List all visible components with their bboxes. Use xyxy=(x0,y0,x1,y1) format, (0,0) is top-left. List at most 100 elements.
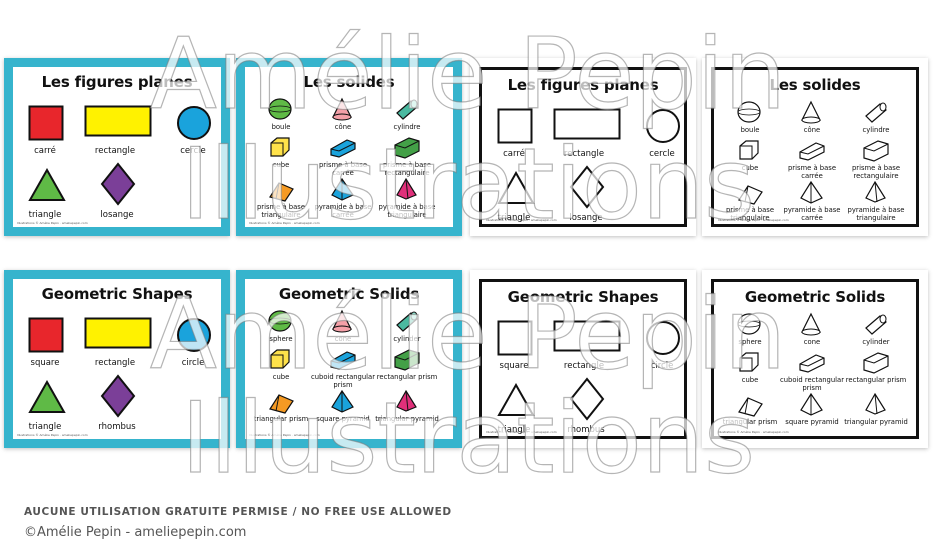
sphere-icon xyxy=(268,98,292,120)
triangle-shape xyxy=(28,168,66,201)
solid-label: square pyramid xyxy=(785,418,839,426)
card-credit: Illustrations © Amélie Pepin · ameliepep… xyxy=(249,433,320,437)
shape-label: triangle xyxy=(497,425,531,435)
square-prism-icon xyxy=(330,351,356,370)
solid-label: pyramide à base carrée xyxy=(783,206,841,222)
square-shape xyxy=(497,320,533,356)
rectangular-prism-icon xyxy=(394,349,420,371)
shape-label: carré xyxy=(34,146,56,156)
card-title: Geometric Shapes xyxy=(41,285,193,303)
shape-label: triangle xyxy=(28,422,62,432)
card-title: Geometric Solids xyxy=(278,285,420,303)
shape-label: rhombus xyxy=(567,425,605,435)
solid-label: cylinder xyxy=(393,335,421,343)
square-pyramid-icon xyxy=(331,389,354,413)
solid-label: triangular prism xyxy=(722,418,778,426)
shape-label: triangle xyxy=(28,210,62,220)
solid-label: cube xyxy=(741,376,759,384)
square-shape xyxy=(497,108,533,144)
shape-label: losange xyxy=(100,210,134,220)
triangular-pyramid-icon xyxy=(865,392,886,415)
cylinder-icon xyxy=(396,99,418,120)
card-inner: Les figures planes carré rectangle cercle t… xyxy=(13,67,221,227)
solid-label: pyramide à base triangulaire xyxy=(378,203,436,219)
solid-label: rectangular prism xyxy=(376,373,438,381)
card-fr-planes-color: Les figures planes carré rectangle cercle t… xyxy=(4,58,230,236)
solid-label: cuboid rectangular prism xyxy=(779,376,845,392)
solid-label: cone xyxy=(334,335,352,343)
card-credit: Illustrations © Amélie Pepin · ameliepep… xyxy=(718,218,789,222)
cylinder-icon xyxy=(865,314,887,335)
cube-icon xyxy=(739,140,759,160)
solid-label: sphere xyxy=(738,338,762,346)
triangular-prism-icon xyxy=(738,397,763,417)
shape-label: circle xyxy=(181,358,205,368)
card-credit: Illustrations © Amélie Pepin · ameliepep… xyxy=(17,433,88,437)
rectangular-prism-icon xyxy=(394,137,420,159)
rhombus-shape xyxy=(100,374,136,418)
card-title: Les figures planes xyxy=(507,76,659,94)
card-title: Les figures planes xyxy=(41,73,193,91)
solid-label: cube xyxy=(741,164,759,172)
cube-icon xyxy=(270,349,290,369)
square-prism-icon xyxy=(799,142,825,161)
no-free-use-notice: AUCUNE UTILISATION GRATUITE PERMISE / NO… xyxy=(24,506,452,518)
rhombus-shape xyxy=(569,377,605,421)
card-title: Geometric Solids xyxy=(744,288,886,306)
square-prism-icon xyxy=(799,354,825,373)
circle-shape xyxy=(177,318,211,352)
sphere-icon xyxy=(737,101,761,123)
triangular-prism-icon xyxy=(269,394,294,414)
shape-label: rectangle xyxy=(563,361,605,371)
triangle-shape xyxy=(497,171,535,204)
square-prism-icon xyxy=(330,139,356,158)
cube-icon xyxy=(739,352,759,372)
shape-label: rhombus xyxy=(98,422,136,432)
solid-label: cylindre xyxy=(393,123,421,131)
card-title: Geometric Shapes xyxy=(507,288,659,306)
circle-shape xyxy=(646,321,680,355)
solid-label: prisme à base triangulaire xyxy=(725,206,775,222)
cone-icon xyxy=(332,97,352,121)
shape-label: cercle xyxy=(180,146,206,156)
rectangle-shape xyxy=(84,317,152,349)
solid-label: cube xyxy=(272,161,290,169)
shape-label: triangle xyxy=(497,213,531,223)
sphere-icon xyxy=(268,310,292,332)
card-en-solids-bw: Geometric Solids sphere cone cylinder cube c… xyxy=(702,270,928,448)
card-title: Les solides xyxy=(303,73,395,91)
solid-label: sphere xyxy=(269,335,293,343)
rhombus-shape xyxy=(100,162,136,206)
card-credit: Illustrations © Amélie Pepin · ameliepep… xyxy=(486,430,557,434)
shape-label: cercle xyxy=(649,149,675,159)
shape-label: rectangle xyxy=(94,146,136,156)
solid-label: prisme à base carrée xyxy=(787,164,837,180)
solid-label: rectangular prism xyxy=(845,376,907,384)
rectangle-shape xyxy=(553,108,621,140)
cube-icon xyxy=(270,137,290,157)
circle-shape xyxy=(646,109,680,143)
cone-icon xyxy=(801,100,821,124)
shape-label: carré xyxy=(503,149,525,159)
solid-label: pyramide à base triangulaire xyxy=(847,206,905,222)
shape-label: losange xyxy=(569,213,603,223)
square-pyramid-icon xyxy=(800,180,823,204)
sphere-icon xyxy=(737,313,761,335)
circle-shape xyxy=(177,106,211,140)
solid-label: triangular pyramid xyxy=(844,418,908,426)
solid-label: cylinder xyxy=(862,338,890,346)
solid-label: cone xyxy=(803,338,821,346)
solid-label: square pyramid xyxy=(316,415,370,423)
cone-icon xyxy=(801,312,821,336)
card-title: Les solides xyxy=(769,76,861,94)
solid-label: prisme à base rectangulaire xyxy=(851,164,901,180)
shape-label: circle xyxy=(650,361,674,371)
solid-label: boule xyxy=(740,126,760,134)
